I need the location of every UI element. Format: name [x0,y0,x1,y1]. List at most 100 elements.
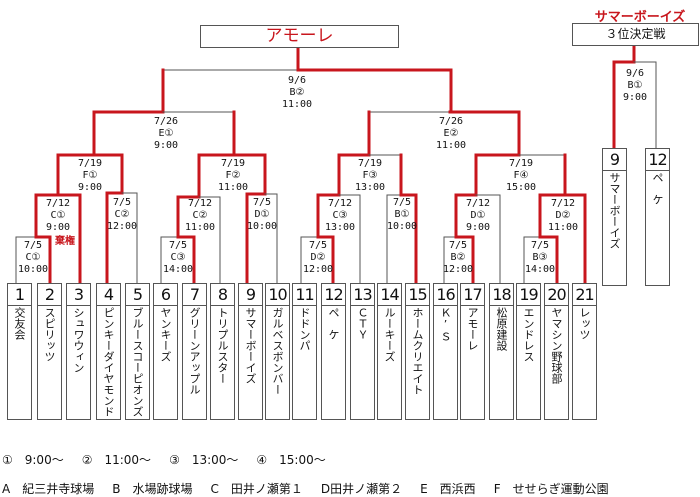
venue-legend-item: B 水場跡球場 [112,482,193,496]
team-seed: 15 [406,284,429,306]
third-place-winner: サマーボーイズ [594,10,686,25]
match-date: 7/12 [187,198,213,209]
match-time: 10:00 [17,264,49,275]
team-name: ルーキーズ [383,307,396,362]
team-seed: 20 [545,284,568,306]
match-date: 7/26 [153,116,179,127]
venue-legend-item: D田井ノ瀬第２ [320,482,403,496]
team-name: トリプルスター [216,307,229,384]
venue-legend-item: A 紀三井寺球場 [2,482,95,496]
match-time: 12:00 [442,264,474,275]
team-seed: 14 [378,284,401,306]
team-name: Ｋ’Ｓ [439,307,452,342]
match-venue: B① [627,80,643,91]
match-venue: C② [192,210,208,221]
team-seed: 17 [461,284,484,306]
third-place-title: ３位決定戦 [572,23,699,46]
match-time: 9:00 [465,222,491,233]
match-date: 7/12 [45,198,71,209]
match-venue: D② [310,252,326,263]
team-seed: 21 [573,284,596,306]
match-venue: C③ [170,252,186,263]
team-name: ＣＴＹ [356,307,369,340]
match-date: 7/19 [508,158,534,169]
team-name: ガルベスボンバー [271,307,284,395]
match-date: 7/12 [550,198,576,209]
match-time: 14:00 [524,264,556,275]
time-legend-item: ④ 15:00～ [256,453,326,467]
match-date: 7/5 [392,197,412,208]
match-time: 12:00 [302,264,334,275]
team-name: 松原建設 [495,307,508,351]
team-seed: 19 [517,284,540,306]
match-venue: D② [555,210,571,221]
venue-legend-item: C 田井ノ瀬第１ [210,482,303,496]
match-date: 7/12 [465,198,491,209]
match-venue: B① [394,209,410,220]
time-legend-item: ② 11:00～ [81,453,152,467]
match-time: 9:00 [153,140,179,151]
team-name: ブルースコーピオンズ [131,307,144,417]
team-name: グリーンアップル [188,307,201,395]
match-date: 7/5 [168,240,188,251]
match-date: 7/5 [252,197,272,208]
match-venue: C② [114,209,130,220]
match-venue: B③ [532,252,548,263]
team-name: アモーレ [466,307,479,351]
match-venue: D① [254,209,270,220]
match-date: 7/12 [327,198,353,209]
team-seed: 4 [97,284,120,306]
match-date: 7/5 [530,240,550,251]
match-time: 11:00 [435,140,467,151]
team-name: ヤマシン野球部 [550,307,563,384]
match-time: 14:00 [162,264,194,275]
team-seed: 12 [322,284,345,306]
time-legend-item: ③ 13:00～ [169,453,239,467]
match-venue: F① [82,170,98,181]
team-seed: 1 [8,284,31,306]
team-seed: 16 [434,284,457,306]
match-date: 7/5 [448,240,468,251]
match-venue: E① [158,128,174,139]
team-name: エンドレス [522,307,535,362]
match-time: 11:00 [547,222,579,233]
match-venue: C① [25,252,41,263]
team-name: ペ ケ [651,172,664,205]
team-name: レッツ [578,307,591,340]
match-venue: C③ [332,210,348,221]
match-date: 7/19 [357,158,383,169]
team-name: ドドンパ [298,307,311,351]
match-date: 7/19 [220,158,246,169]
match-venue: D① [470,210,486,221]
team-seed: 8 [211,284,234,306]
team-seed: 9 [603,149,626,171]
team-name: スピリッツ [43,307,56,362]
team-name: シュワウィン [72,307,85,373]
team-name: ヤンキーズ [159,307,172,362]
team-name: 交友会 [13,307,26,340]
team-seed: 9 [239,284,262,306]
team-seed: 5 [126,284,149,306]
match-time: 11:00 [184,222,216,233]
match-time: 9:00 [77,182,103,193]
match-venue: B② [450,252,466,263]
